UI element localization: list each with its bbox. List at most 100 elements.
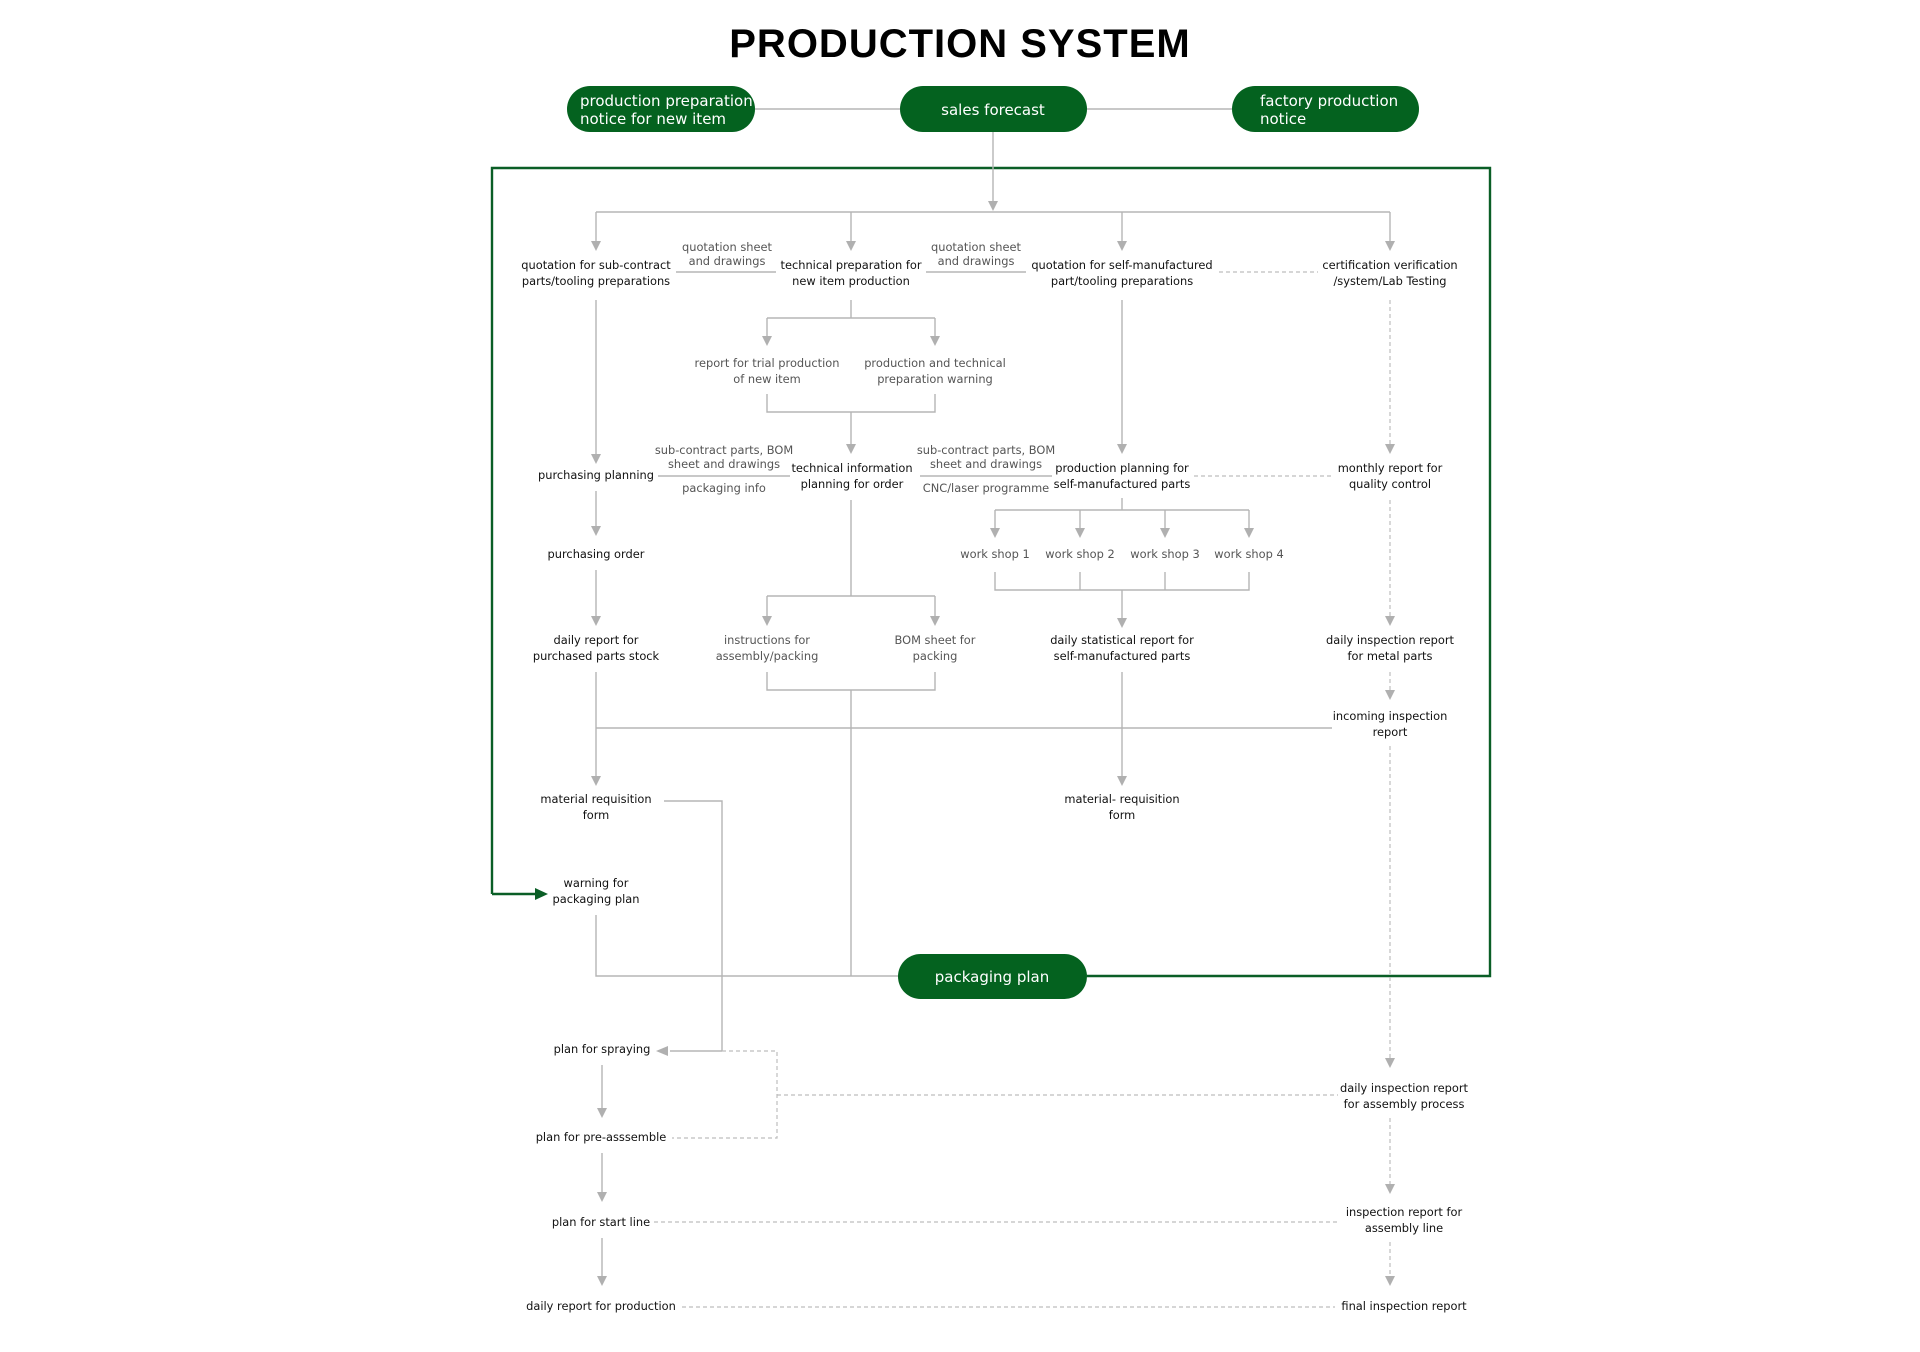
arrow-down-icon (591, 776, 601, 786)
node-quotation-self-manufactured[interactable]: quotation for self-manufactured part/too… (1031, 258, 1212, 288)
node-warning-packaging-plan[interactable]: warning for packaging plan (553, 876, 640, 906)
node-workshop-2[interactable]: work shop 2 (1045, 547, 1114, 561)
svg-text:/system/Lab Testing: /system/Lab Testing (1333, 274, 1446, 288)
note-quotation-sheet-left: quotation sheet and drawings (676, 240, 776, 273)
arrow-down-icon (762, 336, 772, 346)
svg-text:quotation for sub-contract: quotation for sub-contract (521, 258, 671, 272)
node-production-preparation-notice[interactable]: production preparation notice for new it… (567, 86, 755, 132)
svg-text:purchased parts stock: purchased parts stock (533, 649, 660, 663)
node-daily-statistical[interactable]: daily statistical report for self-manufa… (1050, 633, 1194, 663)
arrow-down-icon (597, 1276, 607, 1286)
svg-text:BOM sheet for: BOM sheet for (895, 633, 976, 647)
connector (766, 672, 936, 691)
arrow-down-icon (1385, 1276, 1395, 1286)
node-monthly-quality-report[interactable]: monthly report for quality control (1338, 461, 1443, 491)
svg-text:packing: packing (913, 649, 958, 663)
node-incoming-inspection[interactable]: incoming inspection report (1333, 709, 1448, 739)
arrow-down-icon (1244, 528, 1254, 538)
svg-text:plan for spraying: plan for spraying (554, 1042, 651, 1056)
svg-text:daily inspection report: daily inspection report (1340, 1081, 1468, 1095)
node-trial-production-report[interactable]: report for trial production of new item (695, 356, 840, 386)
arrow-down-icon (597, 1108, 607, 1118)
svg-text:CNC/laser programme: CNC/laser programme (923, 481, 1049, 495)
arrow-left-icon (656, 1046, 668, 1056)
arrow-down-icon (762, 616, 772, 626)
svg-text:packaging plan: packaging plan (553, 892, 640, 906)
svg-text:purchasing order: purchasing order (548, 547, 645, 561)
node-production-planning[interactable]: production planning for self-manufacture… (1054, 461, 1191, 491)
node-technical-preparation[interactable]: technical preparation for new item produ… (780, 258, 921, 288)
svg-text:final inspection report: final inspection report (1341, 1299, 1467, 1313)
svg-text:daily statistical report for: daily statistical report for (1050, 633, 1194, 647)
svg-text:sales forecast: sales forecast (941, 101, 1045, 119)
arrow-down-icon (1385, 1184, 1395, 1194)
page-title: PRODUCTION SYSTEM (729, 22, 1191, 66)
svg-text:sub-contract parts, BOM: sub-contract parts, BOM (655, 443, 793, 457)
node-plan-spraying[interactable]: plan for spraying (554, 1042, 651, 1056)
node-plan-preassemble[interactable]: plan for pre-asssemble (536, 1130, 667, 1144)
node-daily-inspection-assembly[interactable]: daily inspection report for assembly pro… (1340, 1081, 1468, 1111)
svg-text:purchasing planning: purchasing planning (538, 468, 654, 482)
node-bom-sheet-packing[interactable]: BOM sheet for packing (895, 633, 976, 663)
arrow-down-icon (846, 241, 856, 251)
svg-text:planning for order: planning for order (801, 477, 904, 491)
node-workshop-3[interactable]: work shop 3 (1130, 547, 1199, 561)
svg-text:parts/tooling preparations: parts/tooling preparations (522, 274, 670, 288)
note-quotation-sheet-right: quotation sheet and drawings (926, 240, 1026, 273)
arrow-down-icon (1117, 776, 1127, 786)
node-packaging-plan[interactable]: packaging plan (898, 954, 1087, 999)
node-daily-production-report[interactable]: daily report for production (526, 1299, 676, 1313)
svg-text:sub-contract parts, BOM: sub-contract parts, BOM (917, 443, 1055, 457)
arrow-down-icon (846, 444, 856, 454)
node-workshop-4[interactable]: work shop 4 (1214, 547, 1283, 561)
connector (664, 800, 723, 1051)
svg-text:sheet and drawings: sheet and drawings (930, 457, 1042, 471)
svg-text:certification verification: certification verification (1322, 258, 1457, 272)
arrow-down-icon (1075, 528, 1085, 538)
node-final-inspection[interactable]: final inspection report (1341, 1299, 1467, 1313)
svg-text:of new item: of new item (733, 372, 801, 386)
svg-text:new item production: new item production (792, 274, 910, 288)
node-technical-preparation-warning[interactable]: production and technical preparation war… (864, 356, 1006, 386)
arrow-down-icon (990, 528, 1000, 538)
arrow-down-icon (591, 241, 601, 251)
arrow-down-icon (1385, 616, 1395, 626)
node-instructions-assembly[interactable]: instructions for assembly/packing (716, 633, 819, 663)
svg-text:material- requisition: material- requisition (1064, 792, 1179, 806)
node-daily-inspection-metal[interactable]: daily inspection report for metal parts (1326, 633, 1454, 663)
arrow-down-icon (591, 454, 601, 464)
svg-text:form: form (583, 808, 610, 822)
node-technical-information-planning[interactable]: technical information planning for order (791, 461, 912, 491)
svg-text:production planning for: production planning for (1055, 461, 1189, 475)
svg-text:notice: notice (1260, 110, 1306, 128)
node-sales-forecast[interactable]: sales forecast (900, 86, 1087, 132)
node-inspection-assembly-line[interactable]: inspection report for assembly line (1346, 1205, 1463, 1235)
node-purchasing-planning[interactable]: purchasing planning (538, 468, 654, 482)
node-workshop-1[interactable]: work shop 1 (960, 547, 1029, 561)
svg-text:assembly/packing: assembly/packing (716, 649, 819, 663)
note-subcontract-bom-left: sub-contract parts, BOM sheet and drawin… (655, 443, 793, 495)
arrow-down-icon (1385, 1058, 1395, 1068)
node-material-requisition-right[interactable]: material- requisition form (1064, 792, 1179, 822)
svg-text:report for trial production: report for trial production (695, 356, 840, 370)
svg-text:warning for: warning for (564, 876, 629, 890)
svg-text:daily inspection report: daily inspection report (1326, 633, 1454, 647)
svg-text:monthly report for: monthly report for (1338, 461, 1443, 475)
node-daily-purchased-parts[interactable]: daily report for purchased parts stock (533, 633, 660, 663)
node-purchasing-order[interactable]: purchasing order (548, 547, 645, 561)
arrow-down-icon (591, 526, 601, 536)
node-quotation-sub-contract[interactable]: quotation for sub-contract parts/tooling… (521, 258, 671, 288)
svg-text:part/tooling preparations: part/tooling preparations (1051, 274, 1193, 288)
arrow-right-icon (535, 888, 548, 900)
svg-text:report: report (1373, 725, 1408, 739)
arrow-down-icon (591, 616, 601, 626)
node-plan-start-line[interactable]: plan for start line (552, 1215, 650, 1229)
node-certification-verification[interactable]: certification verification /system/Lab T… (1322, 258, 1457, 288)
node-factory-production-notice[interactable]: factory production notice (1232, 86, 1419, 132)
connector (994, 572, 1250, 591)
svg-text:and drawings: and drawings (938, 254, 1015, 268)
arrow-down-icon (1385, 241, 1395, 251)
svg-text:quotation for self-manufacture: quotation for self-manufactured (1031, 258, 1212, 272)
node-material-requisition-left[interactable]: material requisition form (540, 792, 651, 822)
